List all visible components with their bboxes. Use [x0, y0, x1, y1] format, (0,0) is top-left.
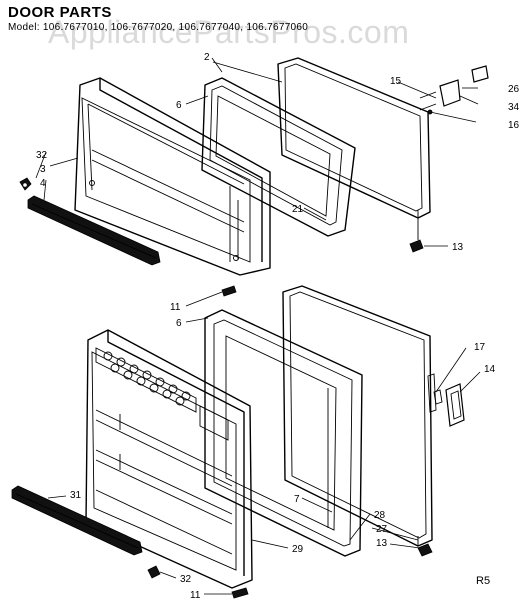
diagram-title: DOOR PARTS	[8, 4, 112, 21]
refrigerator-handle-strip	[11, 485, 143, 556]
callout-17: 17	[474, 342, 486, 353]
page-code: R5	[476, 575, 491, 587]
callout-34: 34	[508, 102, 520, 113]
callout-27: 27	[376, 524, 388, 535]
model-numbers: Model: 106.7677010, 106.7677020, 106.767…	[8, 22, 309, 33]
callout-13-lower: 13	[376, 538, 388, 549]
callout-7: 7	[294, 494, 300, 505]
callout-26: 26	[508, 84, 520, 95]
refrigerator-door-gasket	[204, 309, 363, 557]
callout-11-lower: 11	[190, 590, 201, 600]
callout-13-upper: 13	[452, 242, 464, 253]
callout-28: 28	[374, 510, 386, 521]
handle-insert	[445, 383, 465, 427]
egg-rack	[95, 347, 197, 413]
screw-11-upper	[221, 285, 237, 297]
callout-4: 4	[40, 178, 46, 189]
callout-14: 14	[484, 364, 496, 375]
leader-lines	[35, 57, 481, 595]
screw-11-lower	[231, 587, 249, 599]
callout-labels: 2 15 26 34 16 6 32 3 4 21 13 11 6 17 14 …	[36, 52, 520, 600]
freezer-door-stop	[409, 218, 424, 253]
callout-6-upper: 6	[176, 100, 182, 111]
freezer-handle-strip	[27, 195, 161, 266]
freezer-outer-door-panel	[277, 57, 431, 219]
callout-16: 16	[508, 120, 520, 131]
callout-15: 15	[390, 76, 402, 87]
callout-32-upper: 32	[36, 150, 48, 161]
refrigerator-outer-door-panel	[282, 285, 433, 547]
handle-cover	[427, 373, 443, 413]
lower-hinge-pin	[147, 565, 161, 579]
freezer-door-liner	[74, 77, 271, 276]
callout-2: 2	[204, 52, 210, 63]
freezer-door-gasket	[201, 77, 356, 237]
callout-11-upper: 11	[170, 302, 181, 313]
callout-32-lower: 32	[180, 574, 192, 585]
watermark: AppliancePartsPros.com	[48, 14, 410, 50]
freezer-hinge-pin	[19, 177, 32, 191]
callout-6-lower: 6	[176, 318, 182, 329]
refrigerator-door-liner	[85, 329, 253, 589]
lower-door-stop	[417, 543, 433, 557]
callout-29: 29	[292, 544, 304, 555]
callout-3: 3	[40, 164, 46, 175]
freezer-hinge-bracket	[419, 65, 489, 115]
callout-31: 31	[70, 490, 82, 501]
callout-21: 21	[292, 204, 304, 215]
